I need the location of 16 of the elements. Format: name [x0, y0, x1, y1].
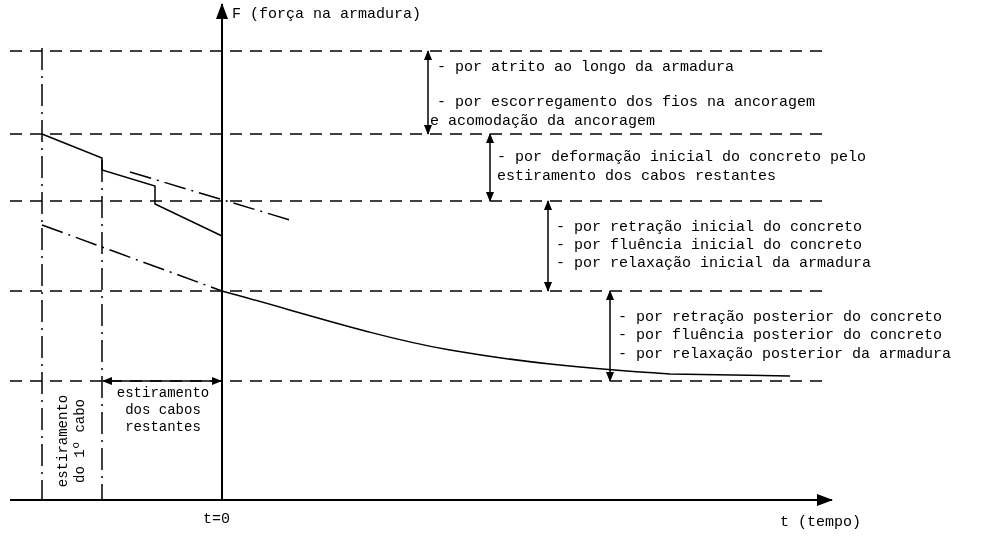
loss-note: - por escorregamento dos fios na ancoragem: [437, 94, 816, 112]
axis-label: F (força na armadura): [232, 6, 422, 24]
stage-label: estiramento dos cabos restantes: [115, 385, 211, 436]
loss-note: estiramento dos cabos restantes: [497, 168, 777, 186]
axis-label: t (tempo): [780, 514, 861, 532]
loss-note: - por fluência inicial do concreto: [556, 237, 863, 255]
loss-note: - por atrito ao longo da armadura: [437, 59, 735, 77]
loss-note: - por relaxação posterior da armadura: [618, 346, 952, 364]
loss-note: - por retração posterior do concreto: [618, 309, 943, 327]
loss-note: - por deformação inicial do concreto pelo: [497, 149, 867, 167]
loss-note: - por relaxação inicial da armadura: [556, 255, 872, 273]
loss-note: e acomodação da ancoragem: [430, 113, 656, 131]
axis-tick-label: t=0: [203, 511, 230, 529]
stage-label: estiramento do 1º cabo: [55, 393, 89, 490]
loss-note: - por fluência posterior do concreto: [618, 327, 943, 345]
loss-note: - por retração inicial do concreto: [556, 219, 863, 237]
